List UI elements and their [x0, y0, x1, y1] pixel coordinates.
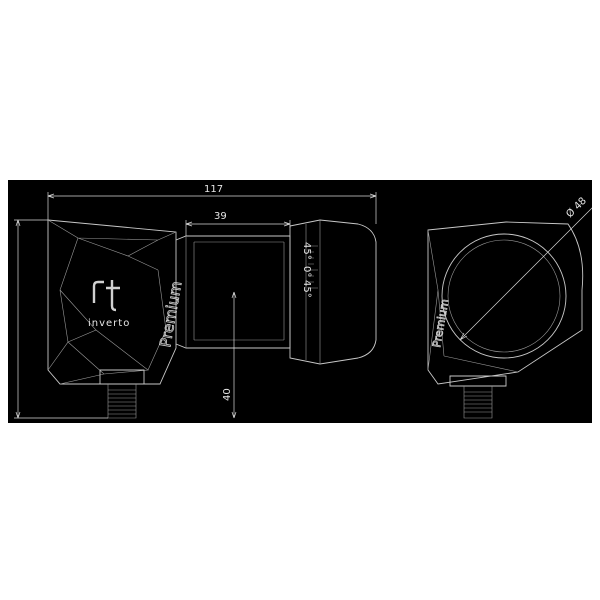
diameter-leader-line — [459, 207, 592, 341]
front-connector-thread — [463, 386, 493, 419]
neck-detail — [185, 236, 285, 348]
technical-drawing: inverto Premium 45° 0° 45° 117 39 72 40 — [14, 184, 592, 419]
skew-mark-bottom: 45° — [301, 280, 312, 298]
front-housing-details — [427, 229, 519, 373]
dim-line-40 — [231, 291, 237, 419]
skew-scale: 45° 0° 45° — [301, 242, 318, 298]
side-connector-thread — [107, 384, 137, 419]
skew-mark-top: 45° — [301, 242, 312, 260]
dim-line-72 — [14, 219, 108, 419]
front-cap-inner — [447, 239, 561, 353]
front-cap-outer — [441, 233, 567, 359]
neck-outline — [175, 235, 291, 349]
front-view: Premium Ø 48 — [427, 195, 592, 419]
dimension-overall-length: 117 — [204, 184, 223, 195]
dimension-diameter: Ø 48 — [564, 195, 589, 220]
inverto-logo-icon — [92, 280, 120, 312]
technical-drawing-panel: inverto Premium 45° 0° 45° 117 39 72 40 — [8, 180, 592, 423]
brand-name: inverto — [88, 318, 130, 329]
housing-facets — [47, 219, 177, 385]
skew-mark-middle: 0° — [301, 266, 312, 277]
feed-horn-ring — [305, 220, 321, 364]
side-view: inverto Premium 45° 0° 45° 117 39 72 40 — [14, 184, 377, 419]
dimension-body-length: 39 — [214, 211, 227, 222]
dim-line-117 — [47, 192, 377, 224]
dim-line-39 — [185, 220, 291, 236]
front-connector-body — [449, 375, 507, 387]
dimension-lower-height: 40 — [222, 388, 233, 401]
side-connector-body — [99, 369, 145, 385]
feed-horn-outline — [289, 219, 377, 365]
